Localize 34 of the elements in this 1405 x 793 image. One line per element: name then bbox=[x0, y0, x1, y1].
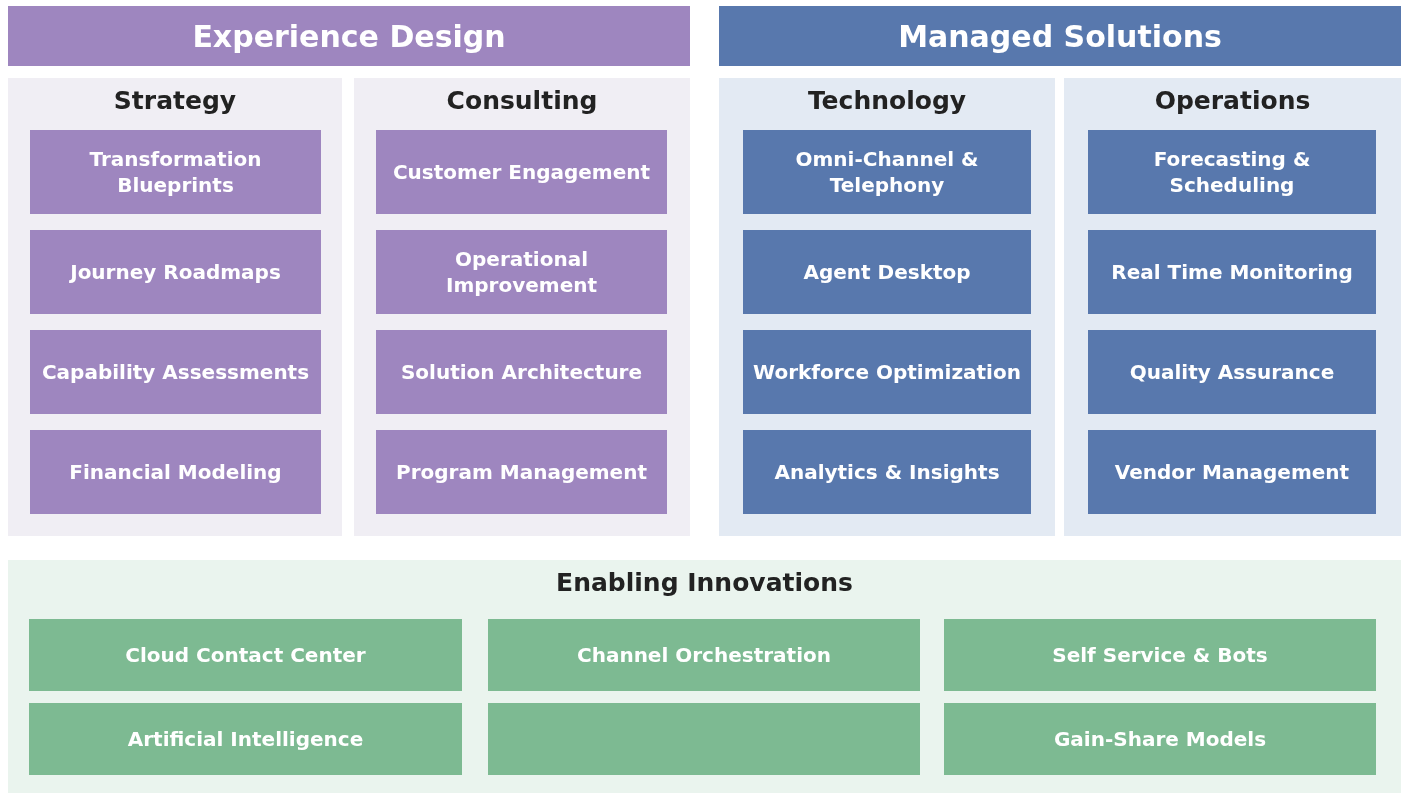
panel bbox=[8, 560, 1401, 793]
service-tile: Solution Architecture bbox=[376, 330, 667, 414]
service-tile: Forecasting & Scheduling bbox=[1088, 130, 1376, 214]
section-banner: Managed Solutions bbox=[719, 6, 1401, 66]
panel bbox=[8, 78, 342, 536]
service-tile: Vendor Management bbox=[1088, 430, 1376, 514]
service-tile: Customer Engagement bbox=[376, 130, 667, 214]
service-tile: Transformation Blueprints bbox=[30, 130, 321, 214]
service-tile: Self Service & Bots bbox=[944, 619, 1376, 691]
panel bbox=[719, 78, 1055, 536]
service-tile: Gain-Share Models bbox=[944, 703, 1376, 775]
service-tile: Journey Roadmaps bbox=[30, 230, 321, 314]
panel-heading: Consulting bbox=[445, 86, 599, 115]
panel-heading: Enabling Innovations bbox=[555, 568, 854, 597]
service-tile: Omni-Channel & Telephony bbox=[743, 130, 1031, 214]
service-tile: Channel Orchestration bbox=[488, 619, 920, 691]
service-tile: Program Management bbox=[376, 430, 667, 514]
service-tile: Operational Improvement bbox=[376, 230, 667, 314]
panel-heading: Operations bbox=[1153, 86, 1312, 115]
service-tile: Financial Modeling bbox=[30, 430, 321, 514]
service-tile: Agent Desktop bbox=[743, 230, 1031, 314]
panel bbox=[1064, 78, 1401, 536]
service-tile: Workforce Optimization bbox=[743, 330, 1031, 414]
service-tile: Cloud Contact Center bbox=[29, 619, 462, 691]
empty-tile bbox=[488, 703, 920, 775]
service-tile: Quality Assurance bbox=[1088, 330, 1376, 414]
panel-heading: Strategy bbox=[112, 86, 238, 115]
service-tile: Capability Assessments bbox=[30, 330, 321, 414]
panel-heading: Technology bbox=[806, 86, 968, 115]
panel bbox=[354, 78, 690, 536]
section-banner: Experience Design bbox=[8, 6, 690, 66]
service-tile: Analytics & Insights bbox=[743, 430, 1031, 514]
service-tile: Artificial Intelligence bbox=[29, 703, 462, 775]
service-tile: Real Time Monitoring bbox=[1088, 230, 1376, 314]
